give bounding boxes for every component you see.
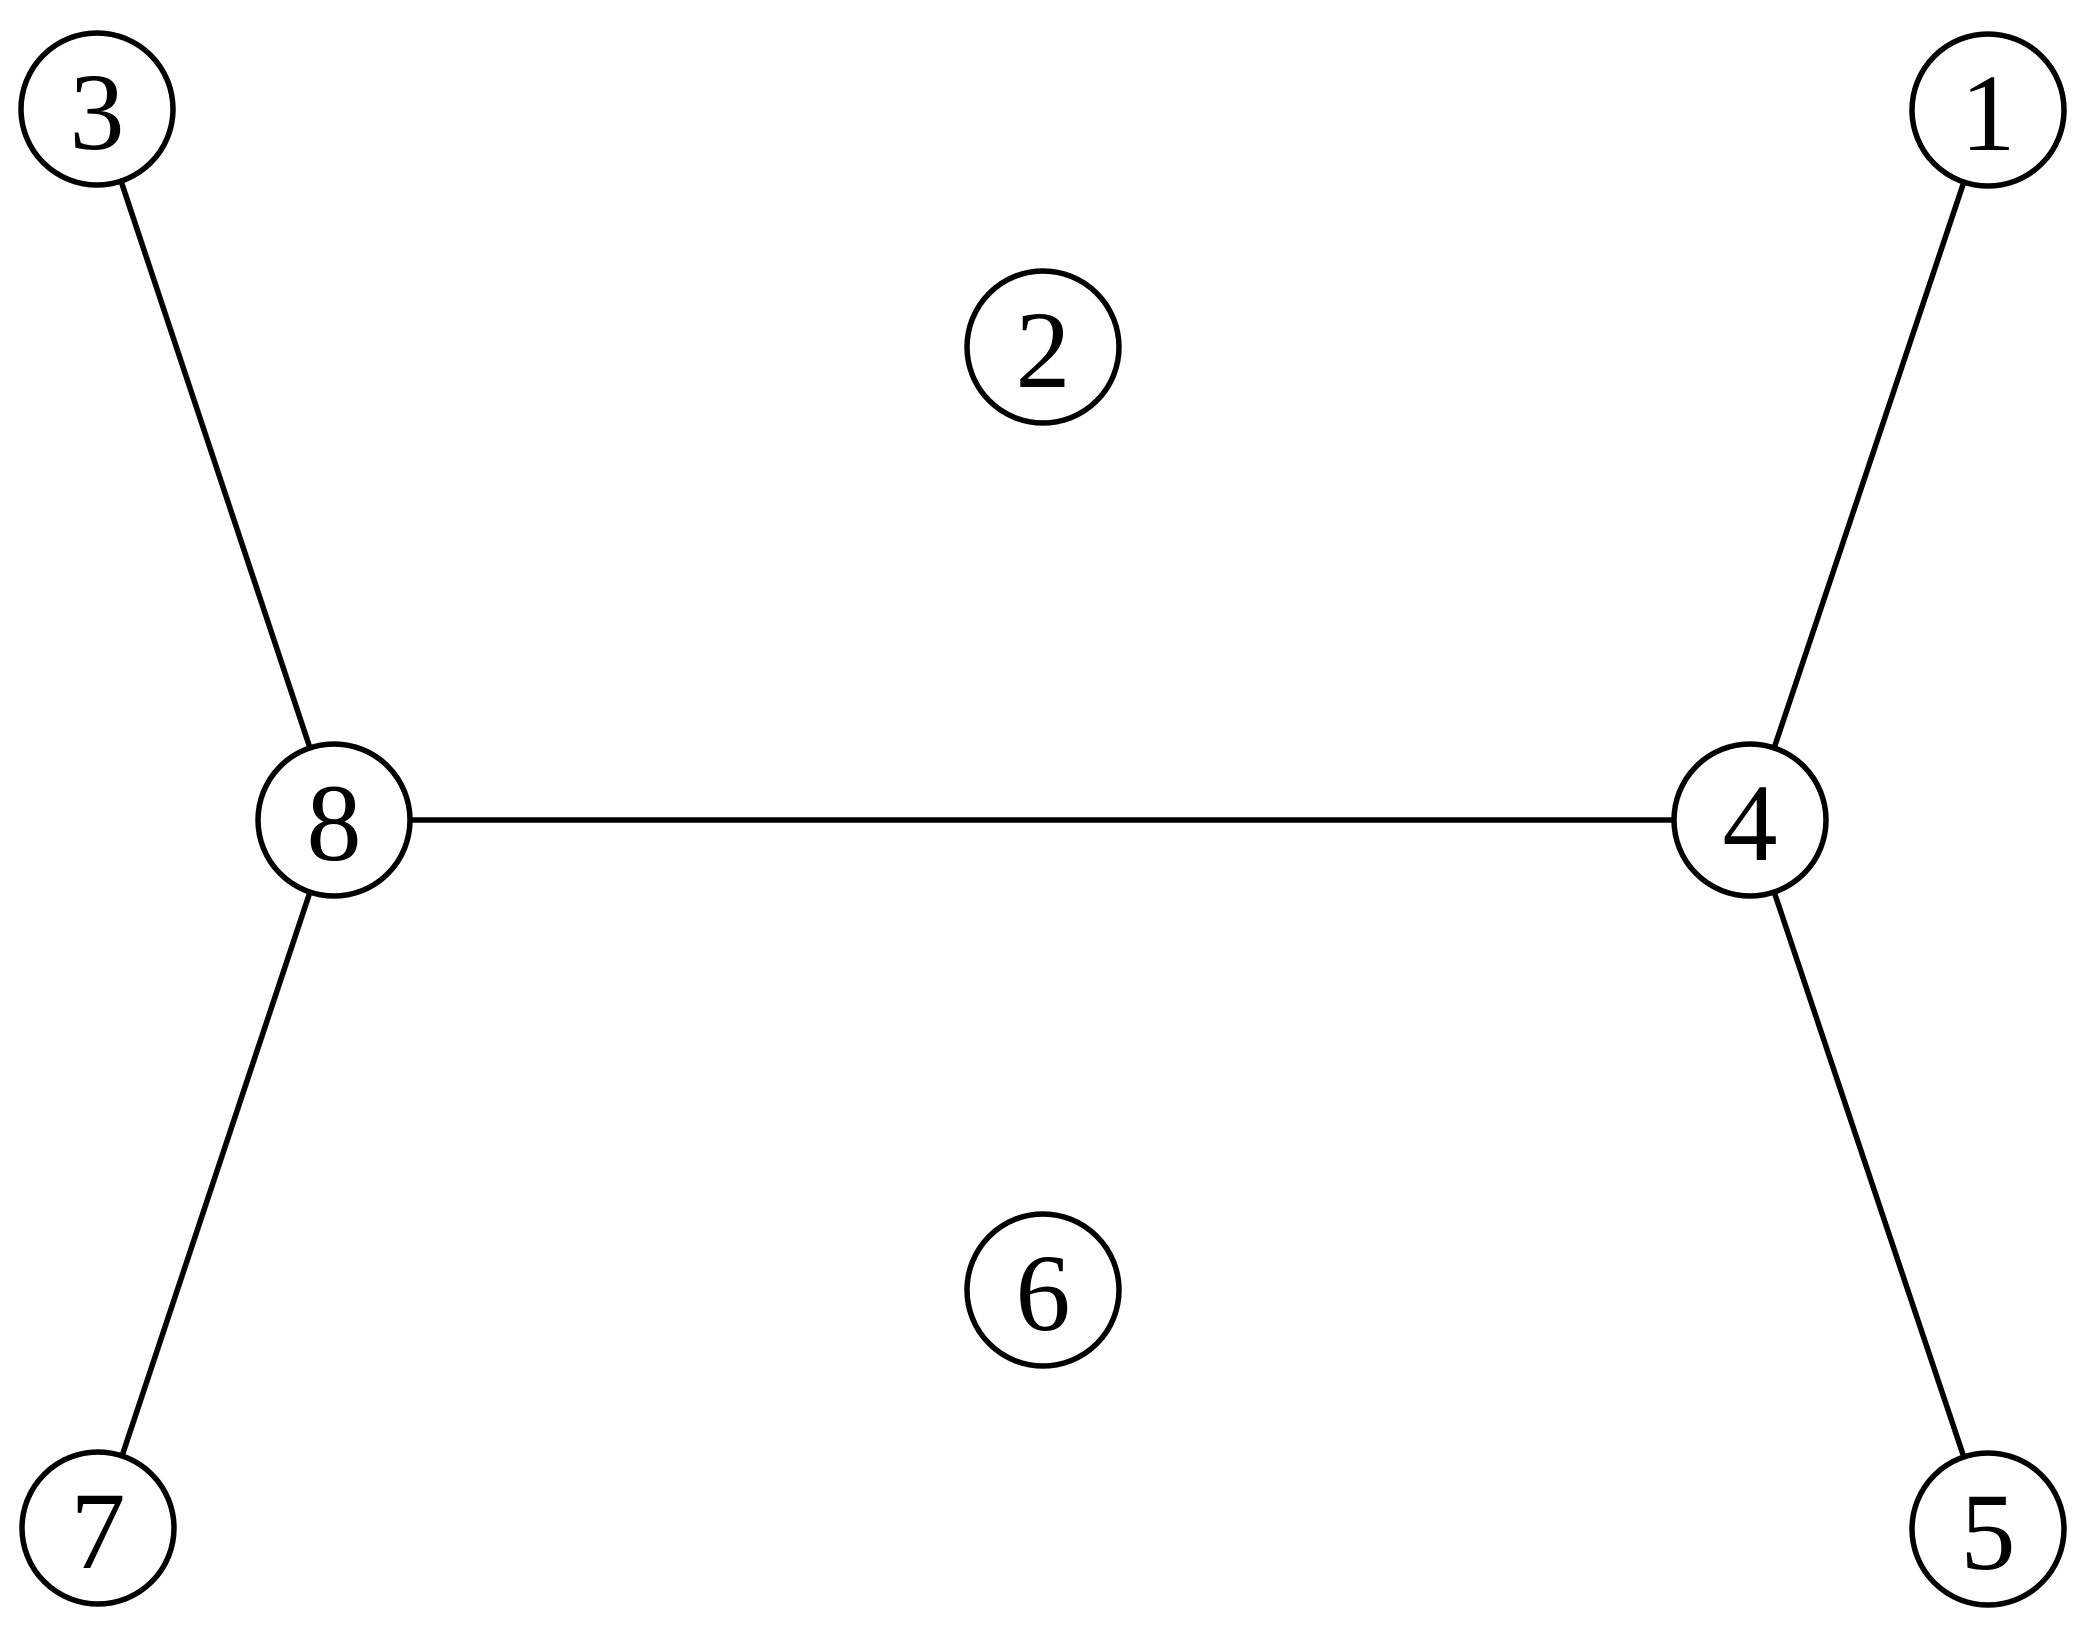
graph-edge — [1771, 180, 1967, 750]
graph-node-6[interactable]: 6 — [964, 1211, 1122, 1369]
node-circle-1[interactable] — [1909, 31, 2067, 189]
node-circle-6[interactable] — [964, 1211, 1122, 1369]
edges-layer — [118, 179, 1967, 1459]
node-label-1: 1 — [1961, 52, 2016, 174]
graph-edge — [119, 890, 313, 1458]
node-circle-8[interactable] — [255, 741, 413, 899]
node-label-3: 3 — [70, 51, 125, 173]
graph-node-1[interactable]: 1 — [1909, 31, 2067, 189]
graph-node-5[interactable]: 5 — [1909, 1450, 2067, 1608]
node-circle-4[interactable] — [1671, 741, 1829, 899]
graph-edge — [118, 179, 313, 750]
graph-node-4[interactable]: 4 — [1671, 741, 1829, 899]
node-circle-3[interactable] — [18, 30, 176, 188]
node-label-4: 4 — [1723, 762, 1778, 884]
node-circle-2[interactable] — [964, 268, 1122, 426]
graph-node-2[interactable]: 2 — [964, 268, 1122, 426]
node-label-8: 8 — [307, 762, 362, 884]
node-circle-5[interactable] — [1909, 1450, 2067, 1608]
graph-node-8[interactable]: 8 — [255, 741, 413, 899]
node-label-6: 6 — [1016, 1232, 1071, 1354]
node-label-5: 5 — [1961, 1471, 2016, 1593]
graph-node-3[interactable]: 3 — [18, 30, 176, 188]
node-circle-7[interactable] — [19, 1449, 177, 1607]
graph-edge — [1771, 890, 1967, 1459]
node-label-7: 7 — [71, 1470, 126, 1592]
node-label-2: 2 — [1016, 289, 1071, 411]
nodes-layer: 1 2 3 4 5 6 7 8 — [18, 30, 2067, 1608]
graph-node-7[interactable]: 7 — [19, 1449, 177, 1607]
